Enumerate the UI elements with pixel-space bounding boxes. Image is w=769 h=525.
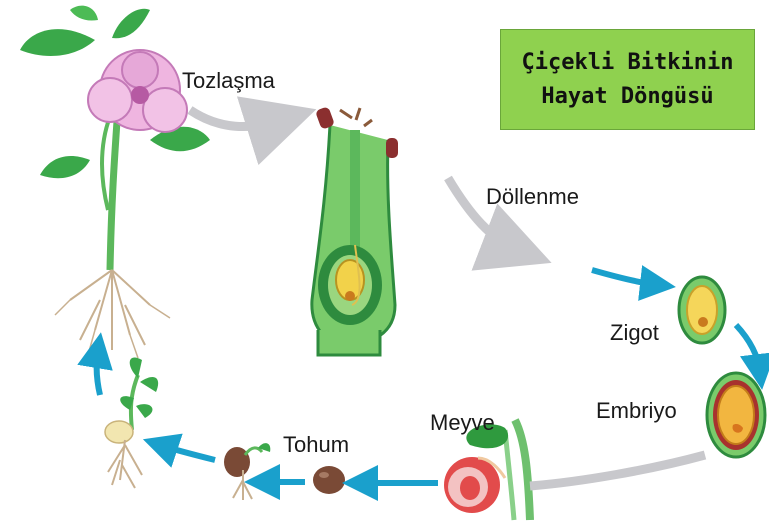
embryo-illustration — [707, 373, 765, 457]
seedling-illustration — [105, 358, 158, 488]
germinating-seed-illustration — [224, 443, 270, 500]
label-pollination: Tozlaşma — [182, 68, 275, 94]
label-fruit: Meyve — [430, 410, 495, 436]
title-box: Çiçekli Bitkinin Hayat Döngüsü — [500, 29, 755, 130]
label-embryo: Embriyo — [596, 398, 677, 424]
zygote-illustration — [679, 277, 725, 343]
flowering-plant-illustration — [20, 6, 210, 358]
pistil-cross-section-illustration — [312, 106, 398, 355]
title-line-1: Çiçekli Bitkinin — [522, 46, 734, 80]
label-fertilization: Döllenme — [486, 184, 579, 210]
embryo-arrow — [736, 325, 760, 372]
label-zygote: Zigot — [610, 320, 659, 346]
title-line-2: Hayat Döngüsü — [541, 80, 713, 114]
zygote-arrow — [592, 270, 658, 285]
seedling-arrow — [160, 445, 215, 460]
fruit-arrow — [530, 455, 705, 486]
pollination-arrow — [190, 110, 282, 127]
seed-illustration — [313, 466, 345, 494]
label-seed: Tohum — [283, 432, 349, 458]
growth-arrow — [97, 350, 100, 395]
